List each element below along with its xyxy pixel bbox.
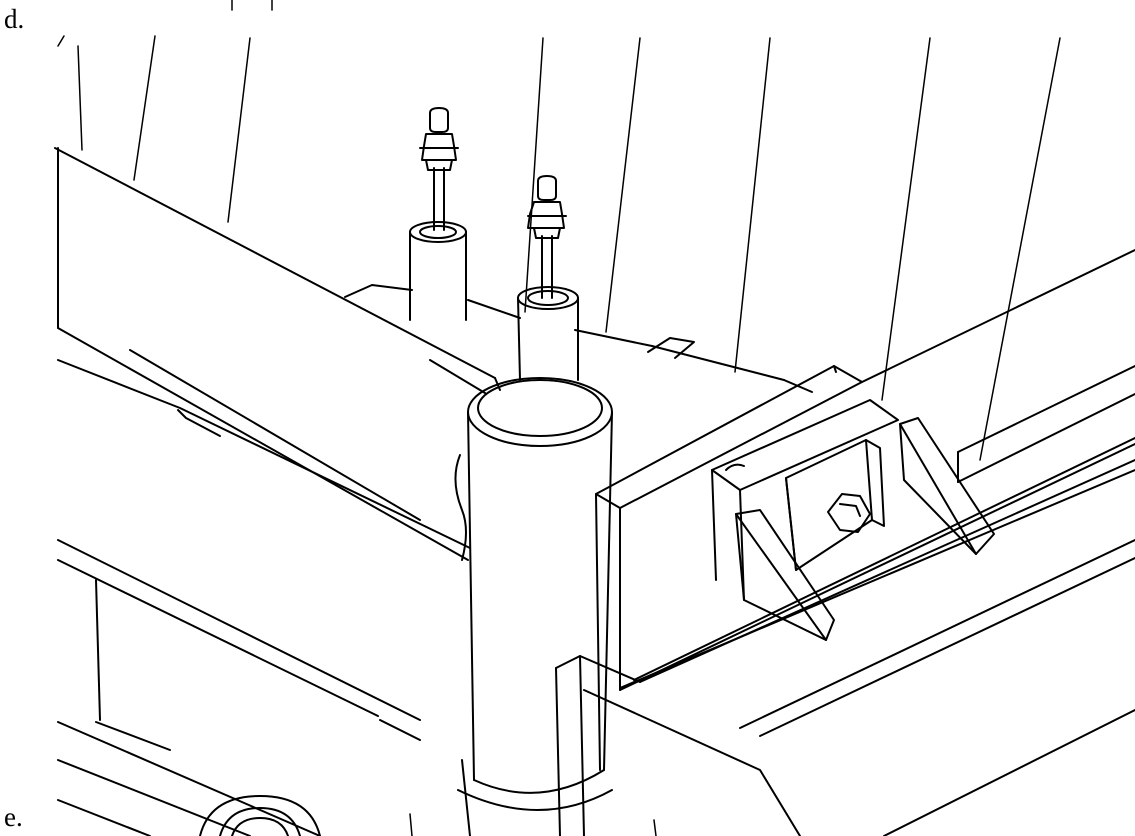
figure-label-e: e. [4, 802, 23, 832]
flange-block [712, 400, 898, 600]
right-rod-assembly [518, 176, 578, 380]
bottom-hairlines [410, 814, 656, 836]
figure-label-d: d. [4, 4, 25, 34]
lower-frame [58, 350, 470, 836]
background-panel-lines [58, 36, 1060, 460]
left-rod-assembly [410, 108, 466, 320]
base-plate [345, 285, 812, 392]
diagonal-beam [55, 148, 500, 560]
lower-ring [200, 796, 320, 836]
right-gusset [900, 418, 994, 554]
vertical-post [455, 378, 612, 836]
connecting-plate [596, 366, 862, 770]
top-edge-ticks [232, 0, 272, 10]
left-gusset [736, 510, 834, 640]
channel-beam [556, 250, 1135, 836]
